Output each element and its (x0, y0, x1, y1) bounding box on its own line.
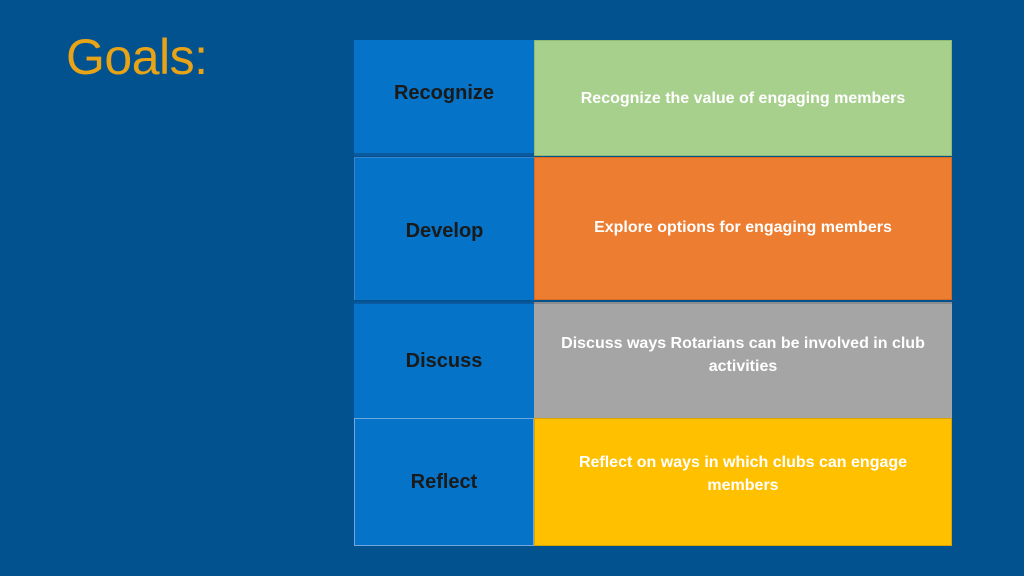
goal-label-cell: Discuss (354, 302, 534, 418)
goal-description-cell: Explore options for engaging members (534, 157, 952, 300)
goal-label: Recognize (393, 82, 495, 104)
goal-row-discuss: Discuss Discuss ways Rotarians can be in… (354, 302, 952, 418)
goal-description: Explore options for engaging members (594, 219, 892, 236)
goal-label: Develop (405, 219, 484, 242)
goal-label: Discuss (405, 349, 483, 372)
goal-description: Discuss ways Rotarians can be involved i… (561, 335, 925, 375)
goal-label-cell: Recognize (354, 40, 534, 156)
goal-description: Reflect on ways in which clubs can engag… (578, 454, 908, 494)
goal-row-recognize: Recognize Recognize the value of engagin… (354, 40, 952, 156)
goal-label-cell: Develop (354, 157, 534, 300)
goal-label-cell: Reflect (354, 418, 534, 546)
slide-title: Goals: (66, 29, 208, 85)
goal-description: Recognize the value of engaging members (580, 89, 906, 107)
goal-label: Reflect (410, 470, 478, 493)
goal-description-cell: Discuss ways Rotarians can be involved i… (534, 302, 952, 418)
goal-description-cell: Reflect on ways in which clubs can engag… (534, 418, 952, 546)
goal-description-cell: Recognize the value of engaging members (534, 40, 952, 156)
goal-row-develop: Develop Explore options for engaging mem… (354, 157, 952, 300)
goal-row-reflect: Reflect Reflect on ways in which clubs c… (354, 418, 952, 546)
